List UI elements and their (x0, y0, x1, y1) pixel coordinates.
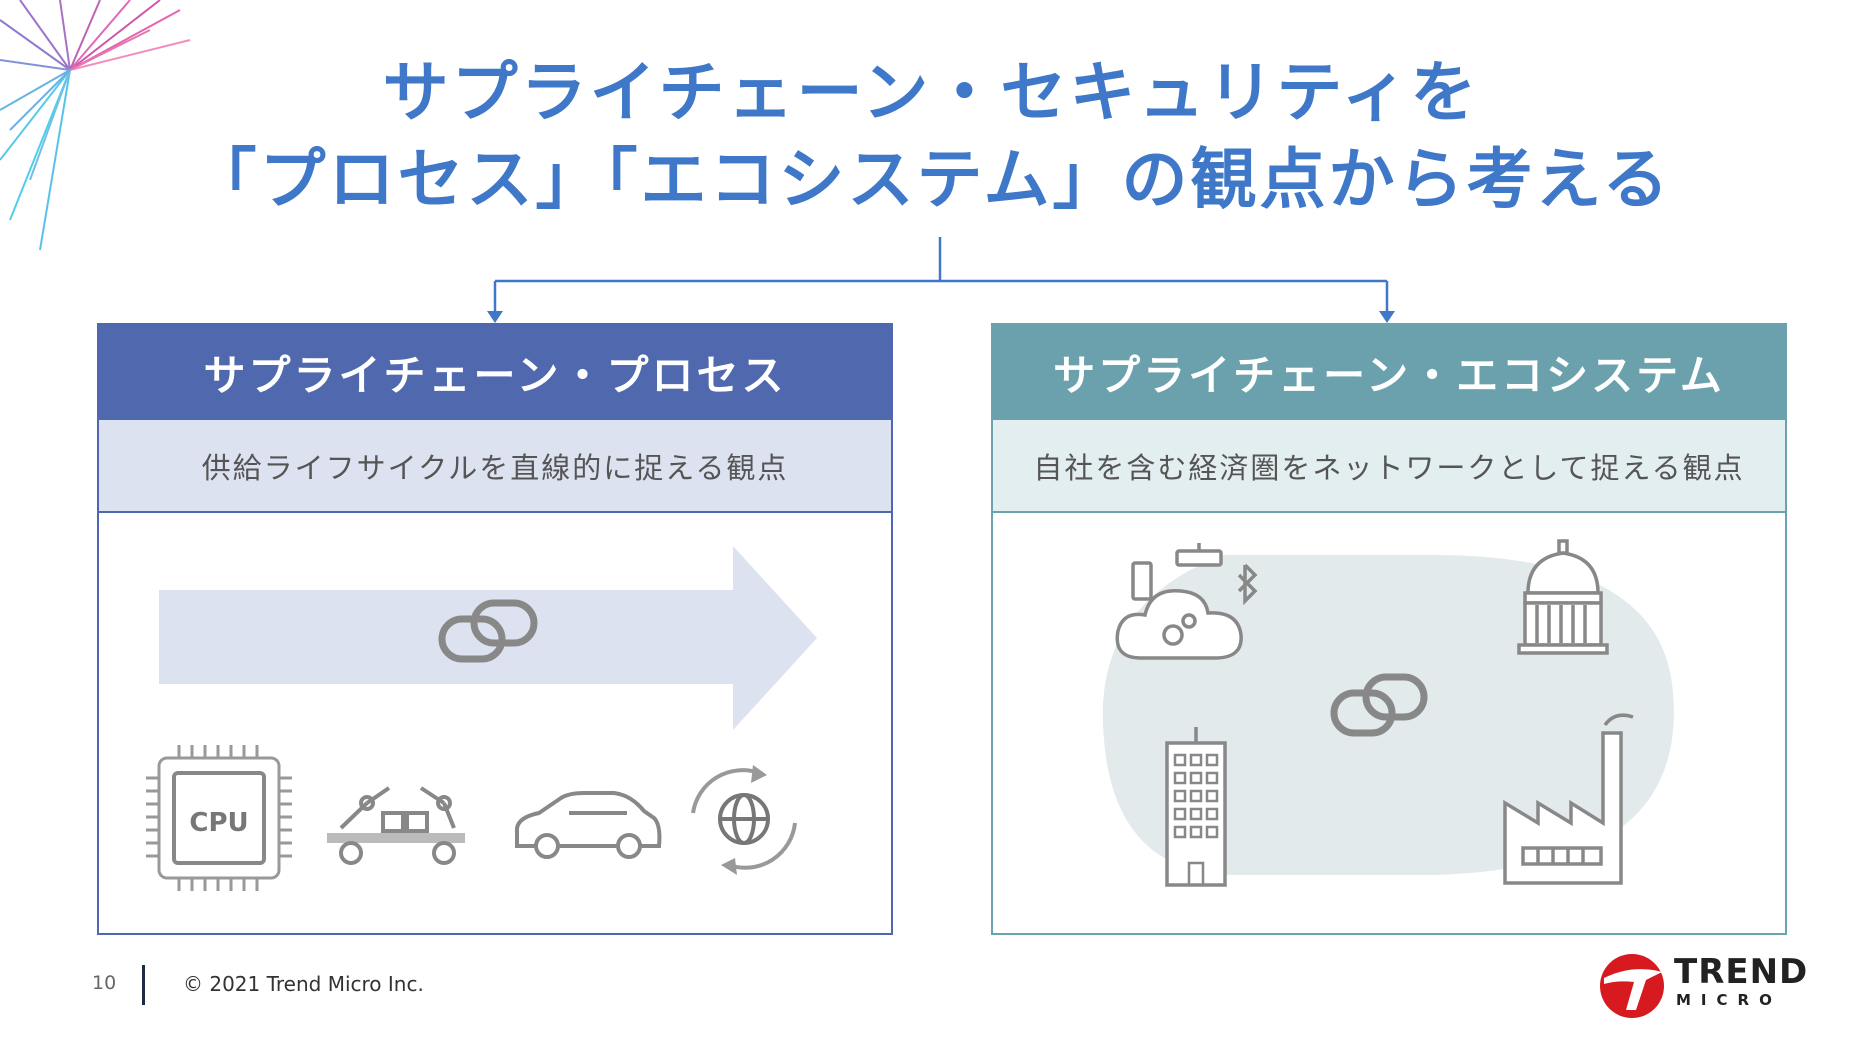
arrow-down-left-icon (487, 311, 503, 323)
logo-text-micro: MICRO (1676, 991, 1782, 1009)
chain-link-icon (1330, 673, 1428, 737)
ecosystem-panel-header: サプライチェーン・エコシステム (993, 325, 1785, 420)
cpu-icon (146, 745, 292, 891)
process-panel-subtitle: 供給ライフサイクルを直線的に捉える観点 (99, 420, 891, 513)
slide-title-line1: サプライチェーン・セキュリティを (382, 54, 1480, 131)
globe-cycle-icon (691, 765, 797, 875)
logo-text-trend: TREND (1674, 952, 1809, 992)
copyright-text: © 2021 Trend Micro Inc. (183, 972, 424, 996)
chain-link-icon (438, 599, 538, 663)
office-building-icon (1165, 727, 1227, 887)
cpu-icon-label: CPU (189, 808, 248, 838)
process-panel: サプライチェーン・プロセス 供給ライフサイクルを直線的に捉える観点 (97, 323, 893, 935)
page-number: 10 (92, 972, 117, 994)
car-icon (515, 791, 662, 859)
footer-divider (142, 965, 145, 1005)
arrow-down-right-icon (1379, 311, 1395, 323)
government-building-icon (1517, 539, 1609, 655)
flow-arrow-shape (159, 546, 817, 730)
factory-icon (1503, 713, 1634, 885)
robot-arm-icon (327, 786, 465, 865)
cloud-network-icon (1115, 543, 1258, 660)
trend-micro-ball-icon (1600, 954, 1664, 1018)
ecosystem-panel: サプライチェーン・エコシステム 自社を含む経済圏をネットワークとして捉える観点 (991, 323, 1787, 935)
process-panel-header: サプライチェーン・プロセス (99, 325, 891, 420)
trend-micro-logo: TREND MICRO (1596, 950, 1807, 1022)
slide-title-line2: 「プロセス」「エコシステム」の観点から考える (190, 141, 1672, 218)
corner-burst-decoration (0, 0, 191, 251)
branch-connector (487, 237, 1395, 323)
ecosystem-panel-body (993, 513, 1785, 933)
process-panel-body: CPU (99, 513, 891, 933)
ecosystem-panel-subtitle: 自社を含む経済圏をネットワークとして捉える観点 (993, 420, 1785, 513)
